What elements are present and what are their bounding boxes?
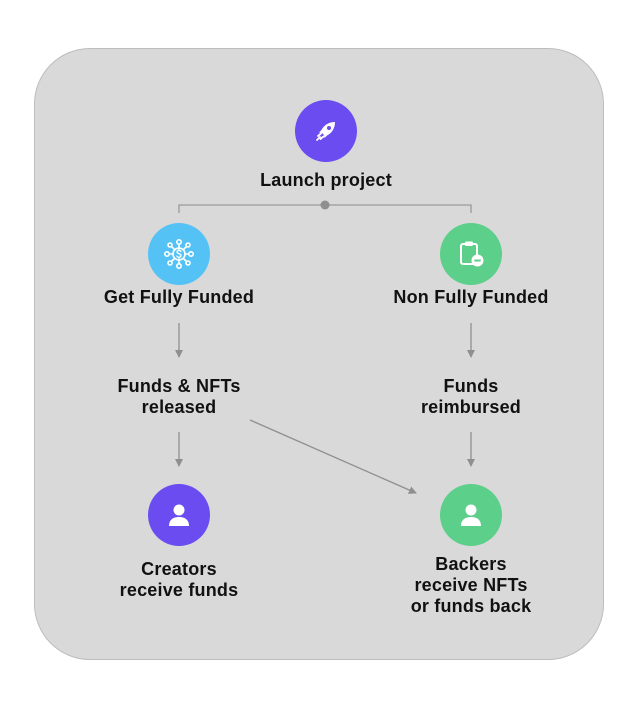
creators-node-label: Creators receive funds bbox=[119, 559, 239, 600]
funds-reimbursed-label: Funds reimbursed bbox=[420, 376, 522, 417]
rocket-icon bbox=[316, 122, 335, 141]
launch-node-circle bbox=[295, 100, 357, 162]
funding-network-icon bbox=[163, 238, 194, 269]
clipboard-minus-icon bbox=[460, 241, 484, 267]
non-fully-funded-node-label: Non Fully Funded bbox=[393, 287, 549, 307]
creators-node-circle bbox=[148, 484, 210, 546]
launch-node-label: Launch project bbox=[260, 170, 392, 190]
non-fully-funded-node-circle bbox=[440, 223, 502, 285]
fully-funded-node-circle bbox=[148, 223, 210, 285]
funds-released-label: Funds & NFTs released bbox=[117, 376, 241, 417]
backers-node-label: Backers receive NFTs or funds back bbox=[410, 554, 532, 616]
user-icon bbox=[169, 504, 189, 526]
user-icon bbox=[461, 504, 481, 526]
backers-node-circle bbox=[440, 484, 502, 546]
fully-funded-node-label: Get Fully Funded bbox=[103, 287, 255, 307]
